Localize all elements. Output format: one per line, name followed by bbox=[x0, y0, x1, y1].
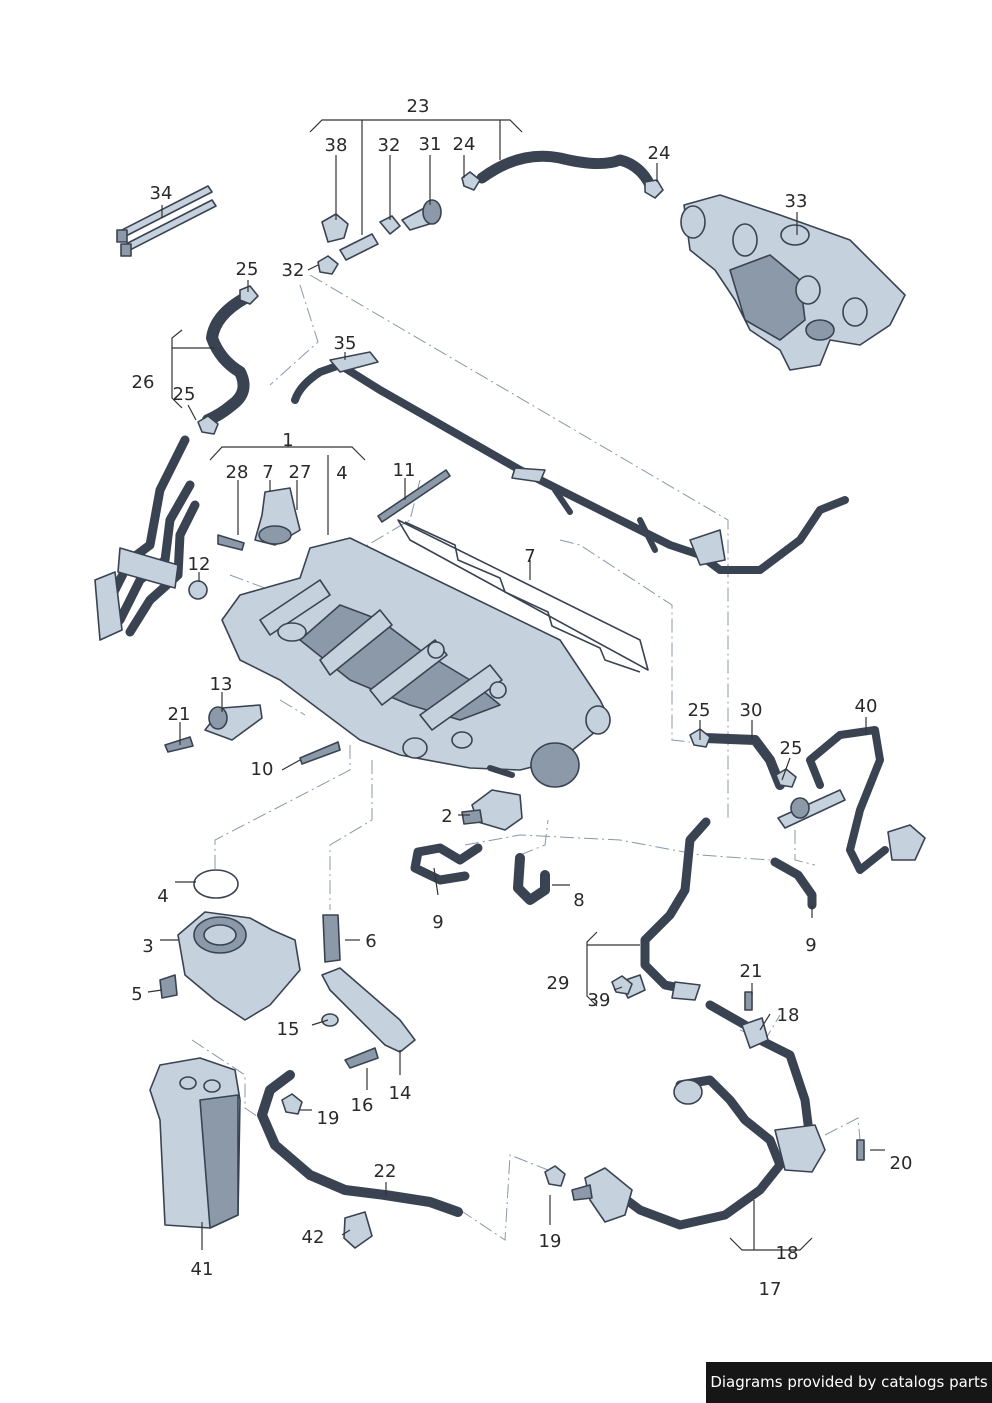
callout-41: 41 bbox=[191, 1259, 214, 1280]
throttle-body bbox=[159, 869, 301, 1021]
hose-assembly-17 bbox=[544, 991, 865, 1230]
stud-11 bbox=[377, 469, 451, 523]
hose-assembly-22 bbox=[257, 1070, 463, 1249]
top-vacuum-line bbox=[317, 150, 664, 275]
callout-4: 4 bbox=[336, 463, 347, 484]
callout-7: 7 bbox=[262, 462, 273, 483]
callout-3: 3 bbox=[142, 936, 153, 957]
small-hoses bbox=[410, 843, 817, 910]
callout-9: 9 bbox=[432, 912, 443, 933]
callout-40: 40 bbox=[855, 696, 878, 717]
cable-ties bbox=[116, 185, 217, 257]
callout-21: 21 bbox=[168, 704, 191, 725]
callout-2: 2 bbox=[441, 806, 452, 827]
callout-28: 28 bbox=[226, 462, 249, 483]
callout-21: 21 bbox=[740, 961, 763, 982]
callout-32: 32 bbox=[378, 135, 401, 156]
callout-35: 35 bbox=[334, 333, 357, 354]
hose-assembly-40 bbox=[689, 726, 926, 874]
callout-25: 25 bbox=[173, 384, 196, 405]
callout-18: 18 bbox=[776, 1243, 799, 1264]
callout-31: 31 bbox=[419, 134, 442, 155]
callout-4: 4 bbox=[157, 886, 168, 907]
callout-17: 17 bbox=[759, 1279, 782, 1300]
callout-39: 39 bbox=[588, 990, 611, 1011]
callout-10: 10 bbox=[251, 759, 274, 780]
callout-13: 13 bbox=[210, 674, 233, 695]
callout-34: 34 bbox=[150, 183, 173, 204]
callout-38: 38 bbox=[325, 135, 348, 156]
callout-26: 26 bbox=[132, 372, 155, 393]
callout-1: 1 bbox=[282, 430, 293, 451]
callout-42: 42 bbox=[302, 1227, 325, 1248]
callout-15: 15 bbox=[277, 1019, 300, 1040]
callout-33: 33 bbox=[785, 191, 808, 212]
callout-11: 11 bbox=[393, 460, 416, 481]
callout-24: 24 bbox=[648, 143, 671, 164]
callout-12: 12 bbox=[188, 554, 211, 575]
callout-labels: 1 2 3 4 4 5 6 7 7 8 9 9 10 11 12 13 14 1… bbox=[131, 96, 912, 1300]
callout-18: 18 bbox=[777, 1005, 800, 1026]
callout-16: 16 bbox=[351, 1095, 374, 1116]
callout-23: 23 bbox=[407, 96, 430, 117]
sensor-13 bbox=[164, 704, 341, 765]
callout-24: 24 bbox=[453, 134, 476, 155]
callout-6: 6 bbox=[365, 931, 376, 952]
callout-9: 9 bbox=[805, 935, 816, 956]
support-bracket bbox=[321, 914, 416, 1069]
solenoid-valve-2 bbox=[461, 789, 523, 831]
callout-27: 27 bbox=[289, 462, 312, 483]
intake-manifold bbox=[221, 537, 611, 788]
callout-29: 29 bbox=[547, 973, 570, 994]
callout-20: 20 bbox=[890, 1153, 913, 1174]
sensor-7 bbox=[188, 487, 301, 600]
callout-25: 25 bbox=[688, 700, 711, 721]
intake-gasket bbox=[397, 519, 649, 673]
turbocharger-manifold bbox=[680, 194, 906, 371]
hose-assembly-29 bbox=[619, 817, 711, 1001]
callout-5: 5 bbox=[131, 984, 142, 1005]
callout-32: 32 bbox=[282, 260, 305, 281]
callout-14: 14 bbox=[389, 1083, 412, 1104]
leader-lines bbox=[147, 119, 885, 1251]
callout-19: 19 bbox=[317, 1108, 340, 1129]
charcoal-canister bbox=[149, 1057, 241, 1229]
assembly-guide-lines bbox=[191, 274, 861, 1241]
hose-assembly-26 bbox=[197, 285, 259, 435]
credit-banner: Diagrams provided by catalogs parts bbox=[706, 1362, 992, 1403]
callout-19: 19 bbox=[539, 1231, 562, 1252]
callout-30: 30 bbox=[740, 700, 763, 721]
callout-22: 22 bbox=[374, 1161, 397, 1182]
callout-7: 7 bbox=[524, 546, 535, 567]
metal-pipe-35 bbox=[291, 351, 849, 574]
callout-25: 25 bbox=[780, 738, 803, 759]
callout-25: 25 bbox=[236, 259, 259, 280]
callout-8: 8 bbox=[573, 890, 584, 911]
coolant-pipe-bracket bbox=[94, 435, 200, 641]
